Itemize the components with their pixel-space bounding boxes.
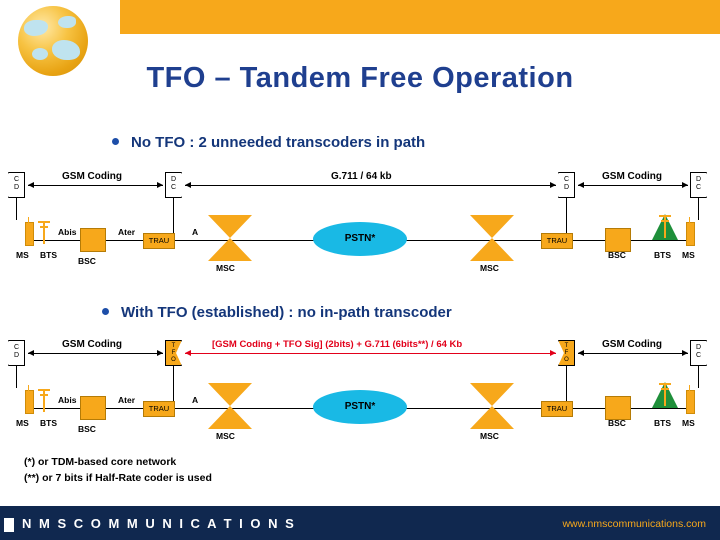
link-arrow-right-bottom [578, 350, 688, 356]
footnote-2: (**) or 7 bits if Half-Rate coder is use… [24, 472, 212, 484]
link-arrow-left-top [28, 182, 163, 188]
node-msc-bottom-left: MSC [216, 431, 235, 441]
bullet-with-tfo-label: With TFO (established) : no in-path tran… [121, 304, 452, 321]
node-bts-bottom-left: BTS [40, 418, 57, 428]
link-label-left-top: GSM Coding [58, 171, 126, 182]
bsc-box-top-left [80, 228, 106, 252]
interface-ater-top: Ater [118, 227, 136, 237]
node-bsc-top-left: BSC [78, 256, 96, 266]
msc-bowtie-bottom-left [208, 383, 252, 429]
node-bts-bottom-right: BTS [654, 418, 671, 428]
footer-url[interactable]: www.nmscommunications.com [562, 518, 706, 530]
footnote-1: (*) or TDM-based core network [24, 456, 177, 468]
ms-handset-icon-bottom-right [686, 385, 695, 414]
node-msc-top-left: MSC [216, 263, 235, 273]
ms-handset-icon-top-left [25, 217, 34, 246]
ms-handset-icon-bottom-left [25, 385, 34, 414]
nms-logo-icon [4, 518, 14, 532]
drop-line-4 [698, 198, 699, 220]
drop-line-8 [698, 366, 699, 388]
trau-box-top-right: TRAU [541, 233, 573, 249]
page-title: TFO – Tandem Free Operation [146, 62, 574, 94]
link-arrow-left-bottom [28, 350, 163, 356]
pstn-cloud-top: PSTN* [313, 222, 407, 256]
footer-brand: N M S C O M M U N I C A T I O N S [22, 516, 296, 531]
bullet-no-tfo: No TFO : 2 unneeded transcoders in path [112, 134, 425, 151]
node-bsc-top-right: BSC [608, 250, 626, 260]
ms-handset-icon-top-right [686, 217, 695, 246]
link-label-left-bottom: GSM Coding [58, 339, 126, 350]
msc-bowtie-top-left [208, 215, 252, 261]
bts-mast-icon-top-right [659, 212, 671, 238]
node-ms-top-right: MS [682, 250, 695, 260]
trau-box-top-left: TRAU [143, 233, 175, 249]
interface-ater-bottom: Ater [118, 395, 136, 405]
node-msc-bottom-right: MSC [480, 431, 499, 441]
bts-mast-icon-bottom-left [38, 386, 50, 412]
link-label-mid-bottom: [GSM Coding + TFO Sig] (2bits) + G.711 (… [208, 339, 467, 350]
link-label-right-bottom: GSM Coding [598, 339, 666, 350]
bsc-box-bottom-right [605, 396, 631, 420]
node-bsc-bottom-left: BSC [78, 424, 96, 434]
msc-bowtie-bottom-right [470, 383, 514, 429]
drop-line-5 [16, 366, 17, 388]
trau-box-bottom-right: TRAU [541, 401, 573, 417]
node-bsc-bottom-right: BSC [608, 418, 626, 428]
link-arrow-mid-bottom [185, 350, 556, 356]
footer-bar [0, 506, 720, 540]
bullet-with-tfo: With TFO (established) : no in-path tran… [102, 304, 452, 321]
globe-logo-icon [18, 6, 88, 76]
bts-mast-icon-bottom-right [659, 380, 671, 406]
interface-a-top: A [192, 227, 199, 237]
drop-line-1 [16, 198, 17, 220]
msc-bowtie-top-right [470, 215, 514, 261]
node-ms-bottom-right: MS [682, 418, 695, 428]
bullet-dot-icon [112, 138, 119, 146]
bullet-no-tfo-label: No TFO : 2 unneeded transcoders in path [131, 134, 426, 151]
bsc-box-bottom-left [80, 396, 106, 420]
drop-line-2 [173, 198, 174, 240]
node-ms-top-left: MS [16, 250, 29, 260]
interface-abis-top: Abis [58, 227, 77, 237]
interface-a-bottom: A [192, 395, 199, 405]
bts-mast-icon-top-left [38, 218, 50, 244]
node-ms-bottom-left: MS [16, 418, 29, 428]
drop-line-6 [173, 366, 174, 408]
link-arrow-mid-top [185, 182, 556, 188]
node-bts-top-left: BTS [40, 250, 57, 260]
node-msc-top-right: MSC [480, 263, 499, 273]
trau-box-bottom-left: TRAU [143, 401, 175, 417]
node-bts-top-right: BTS [654, 250, 671, 260]
interface-abis-bottom: Abis [58, 395, 77, 405]
bullet-dot-icon-2 [102, 308, 109, 316]
top-banner [0, 0, 720, 34]
drop-line-3 [566, 198, 567, 240]
link-arrow-right-top [578, 182, 688, 188]
pstn-cloud-bottom: PSTN* [313, 390, 407, 424]
drop-line-7 [566, 366, 567, 408]
bsc-box-top-right [605, 228, 631, 252]
link-label-mid-top: G.711 / 64 kb [327, 171, 396, 182]
link-label-right-top: GSM Coding [598, 171, 666, 182]
